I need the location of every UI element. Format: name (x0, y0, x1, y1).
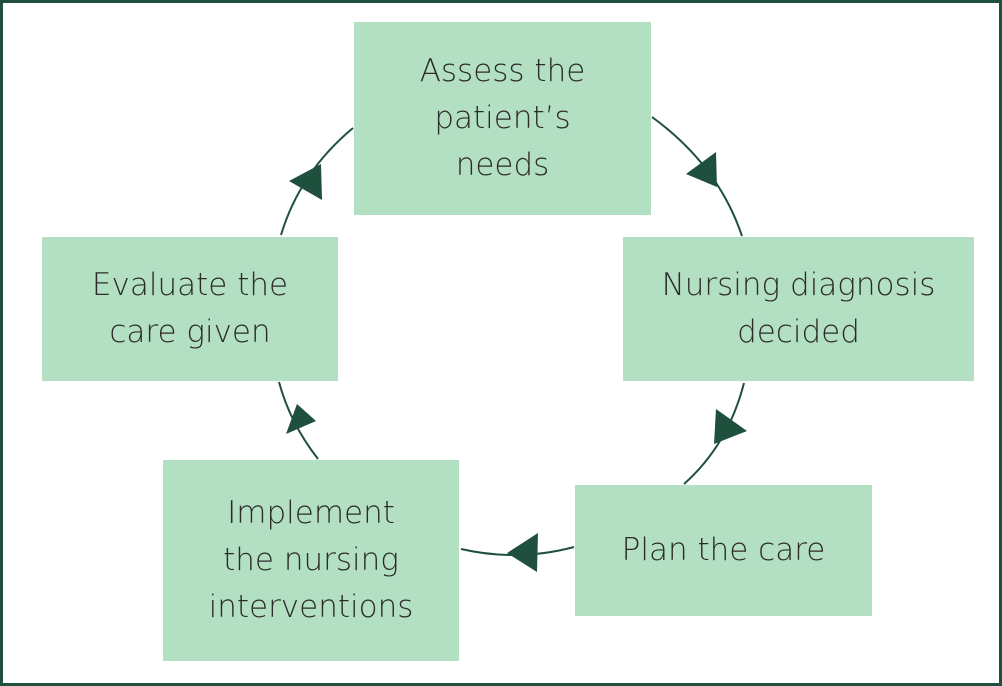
step-label-evaluate: Evaluate the care given (91, 267, 289, 350)
arrowhead-assess-to-diagnosis (686, 152, 717, 187)
step-plan-care: Plan the care (575, 485, 872, 616)
step-label-plan: Plan the care (621, 532, 826, 568)
step-implement-interventions: Implement the nursing interventions (163, 460, 459, 661)
step-label-assess: Assess the patient’s needs (419, 53, 586, 183)
arrowhead-plan-to-implement (507, 533, 538, 572)
step-evaluate-care: Evaluate the care given (42, 237, 338, 381)
arrowhead-evaluate-to-assess (289, 164, 322, 200)
arrowhead-implement-to-evaluate (286, 404, 316, 434)
step-label-implement: Implement the nursing interventions (208, 495, 414, 625)
step-assess-patient-needs: Assess the patient’s needs (354, 22, 651, 215)
step-nursing-diagnosis: Nursing diagnosis decided (623, 237, 974, 381)
step-label-diagnosis: Nursing diagnosis decided (661, 267, 936, 350)
arrowhead-diagnosis-to-plan (714, 409, 747, 444)
